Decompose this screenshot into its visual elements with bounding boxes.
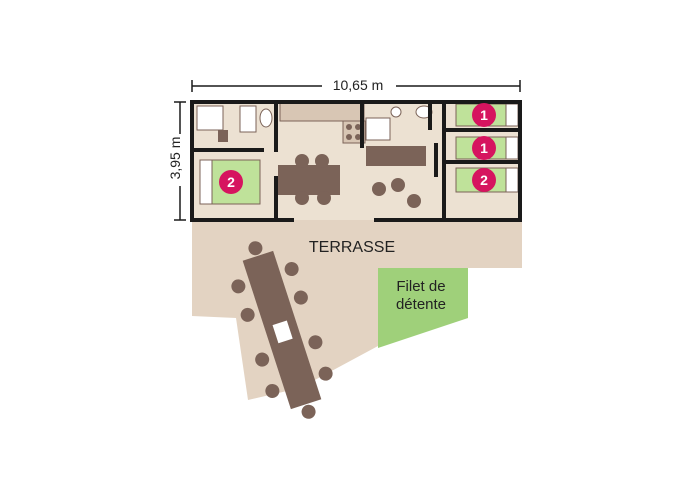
shower-right: [365, 117, 391, 141]
chair: [248, 241, 263, 256]
terrace-label: TERRASSE: [309, 239, 395, 256]
chair: [317, 191, 331, 205]
shower-left: [196, 105, 224, 131]
chair: [308, 335, 323, 350]
net-label-line1: Filet de: [396, 278, 445, 295]
bedroom-badge-a: 1: [472, 103, 496, 127]
cabinet-left: [218, 130, 228, 142]
chair: [255, 352, 270, 367]
chair: [315, 154, 329, 168]
chair: [295, 191, 309, 205]
stool: [372, 182, 386, 196]
chair: [293, 290, 308, 305]
dimension-width-label: 10,65 m: [333, 77, 384, 93]
svg-text:1: 1: [480, 107, 488, 123]
bedroom-badge-master: 2: [219, 170, 243, 194]
chair: [318, 366, 333, 381]
bedroom-badge-b: 1: [472, 136, 496, 160]
stool: [391, 178, 405, 192]
terrace-table-group: [231, 241, 333, 419]
sideboard: [366, 146, 426, 166]
toilet-left: [259, 108, 273, 128]
chair: [295, 154, 309, 168]
sink-left: [239, 105, 257, 133]
sink-right: [390, 106, 402, 118]
grill: [271, 319, 294, 345]
chair: [284, 262, 299, 277]
svg-text:2: 2: [480, 172, 488, 188]
svg-text:1: 1: [480, 140, 488, 156]
dining-table: [278, 165, 340, 195]
svg-text:2: 2: [227, 174, 235, 190]
chair: [240, 307, 255, 322]
net-label-line2: détente: [396, 296, 446, 313]
kitchen-counter: [279, 102, 365, 122]
bedroom-badge-c: 2: [472, 168, 496, 192]
chair: [265, 383, 280, 398]
dimension-height-label: 3,95 m: [167, 137, 183, 180]
chair: [231, 279, 246, 294]
walls: [190, 100, 522, 222]
relaxation-net: [378, 268, 468, 348]
chair: [301, 404, 316, 419]
stool: [407, 194, 421, 208]
